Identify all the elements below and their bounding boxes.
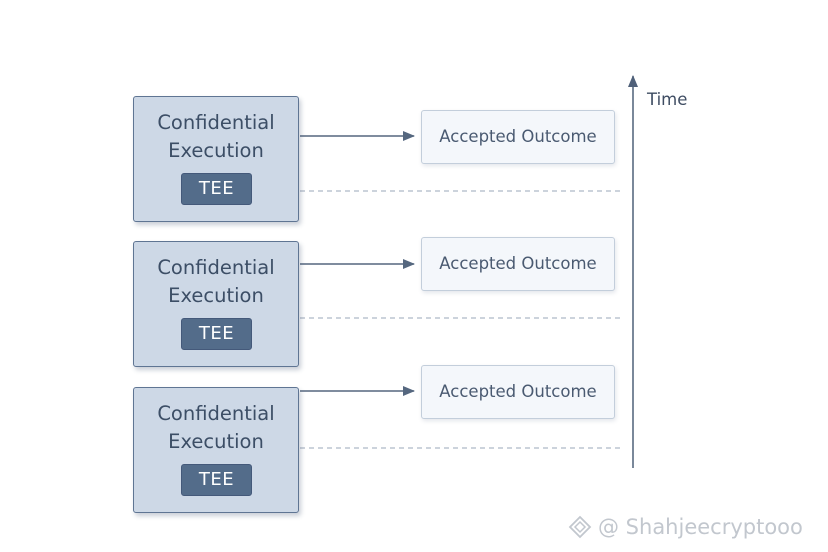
confidential-execution-box-1: Confidential Execution TEE (133, 96, 299, 222)
watermark-text: @ Shahjeecryptooo (598, 515, 803, 539)
execution-title: Confidential Execution (134, 254, 298, 310)
time-axis-label: Time (647, 90, 688, 109)
confidential-execution-box-2: Confidential Execution TEE (133, 241, 299, 367)
execution-title-line1: Confidential (157, 256, 275, 279)
confidential-execution-box-3: Confidential Execution TEE (133, 387, 299, 513)
execution-title-line2: Execution (168, 139, 264, 162)
diamond-logo-icon (568, 515, 592, 539)
accepted-outcome-box-2: Accepted Outcome (421, 237, 615, 291)
tee-badge-3: TEE (181, 464, 252, 496)
execution-title-line2: Execution (168, 284, 264, 307)
execution-title: Confidential Execution (134, 400, 298, 456)
execution-title: Confidential Execution (134, 109, 298, 165)
execution-title-line1: Confidential (157, 111, 275, 134)
accepted-outcome-box-3: Accepted Outcome (421, 365, 615, 419)
tee-badge-2: TEE (181, 318, 252, 350)
execution-title-line1: Confidential (157, 402, 275, 425)
watermark: @ Shahjeecryptooo (568, 511, 803, 543)
tee-badge-1: TEE (181, 173, 252, 205)
execution-title-line2: Execution (168, 430, 264, 453)
accepted-outcome-box-1: Accepted Outcome (421, 110, 615, 164)
